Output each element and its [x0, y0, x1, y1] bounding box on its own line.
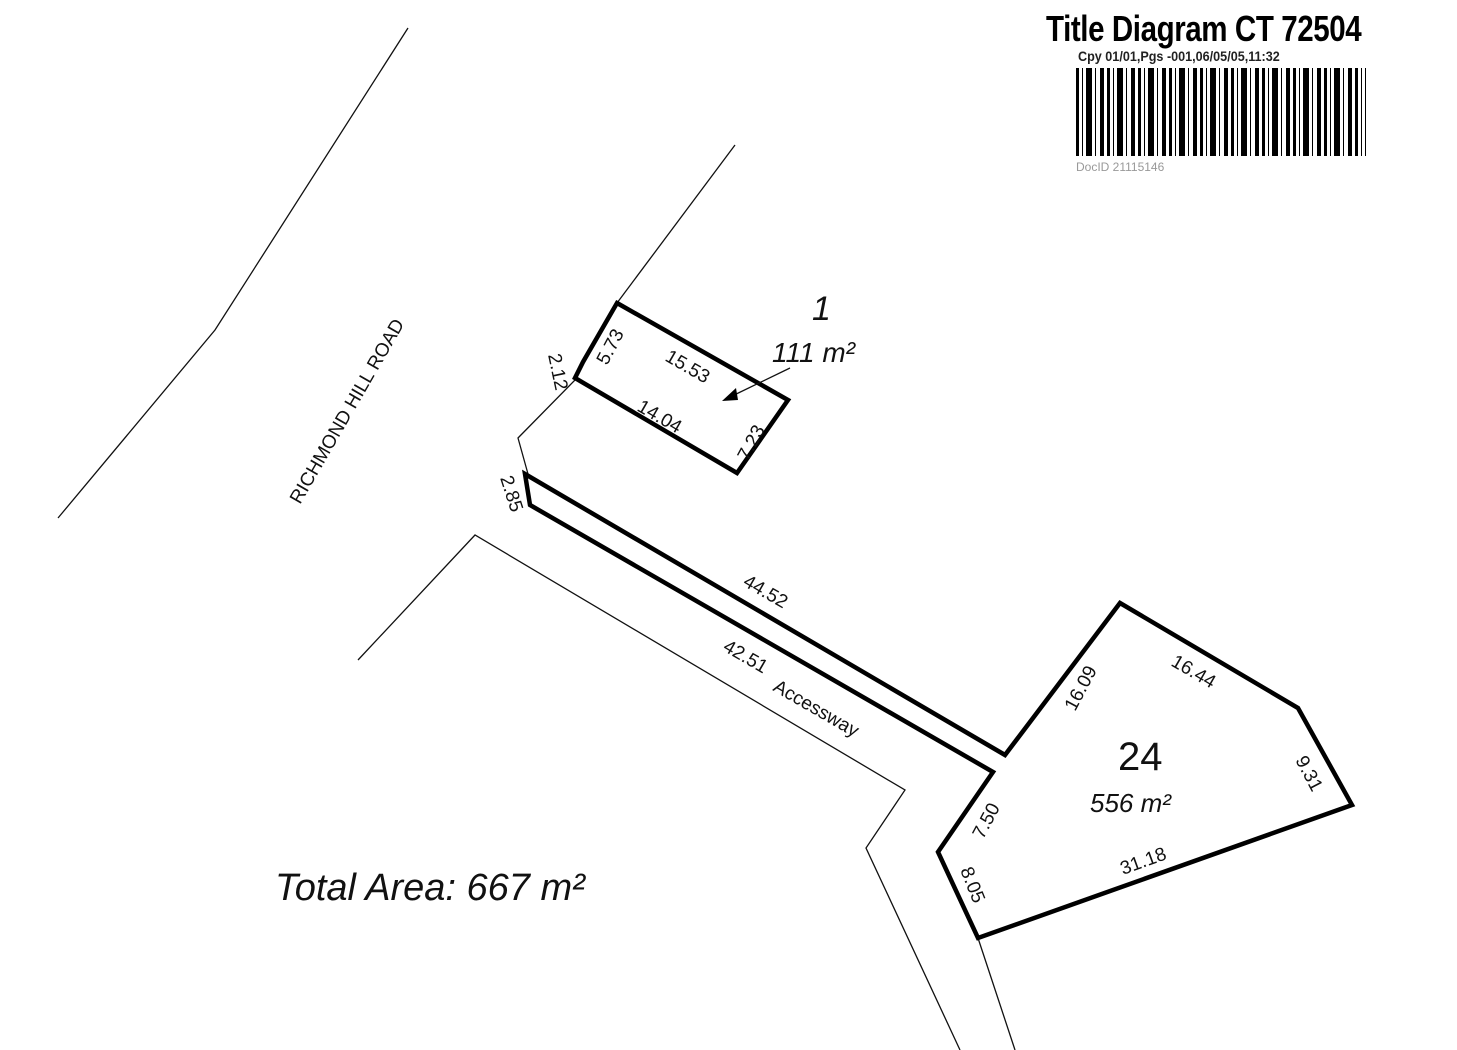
- neighbor-boundary-east: [977, 937, 1016, 1050]
- lot1-number: 1: [812, 290, 831, 328]
- lot1-dim-bottom: 14.04: [634, 396, 686, 438]
- neighbor-boundary-north: [616, 144, 736, 304]
- accessway-dim-top: 44.52: [740, 571, 792, 613]
- lot1-link-boundary: [517, 379, 576, 475]
- title-block: Title Diagram CT 72504 Cpy 01/01,Pgs -00…: [1046, 8, 1446, 174]
- accessway-lot24-boundary: [522, 469, 1356, 941]
- accessway-label: Accessway: [770, 676, 863, 742]
- lot24-number: 24: [1118, 735, 1163, 779]
- lot1-dim-link: 2.12: [543, 352, 571, 393]
- lot1-dim-right: 7.23: [734, 422, 770, 465]
- accessway-dim-end: 2.85: [495, 473, 526, 515]
- neighbor-boundary-south: [357, 534, 961, 1050]
- lot24-area: 556 m²: [1090, 788, 1172, 818]
- road-boundary: [57, 27, 409, 519]
- lot24-dim-west-upper: 7.50: [969, 800, 1005, 843]
- copy-meta: Cpy 01/01,Pgs -001,06/05/05,11:32: [1078, 48, 1280, 64]
- lot24-dim-east: 9.31: [1291, 752, 1327, 795]
- barcode: [1076, 68, 1366, 156]
- accessway-dim-bottom: 42.51: [720, 636, 772, 678]
- arrow-head-icon: [722, 388, 738, 401]
- total-area: Total Area: 667 m²: [275, 867, 586, 909]
- doc-id: DocID 21115146: [1076, 160, 1165, 174]
- lot1-area: 111 m²: [772, 337, 857, 368]
- lot1-boundary: [572, 299, 792, 476]
- road-label: RICHMOND HILL ROAD: [286, 316, 409, 508]
- diagram-title: Title Diagram CT 72504: [1046, 8, 1362, 49]
- area-arrow: [727, 367, 791, 399]
